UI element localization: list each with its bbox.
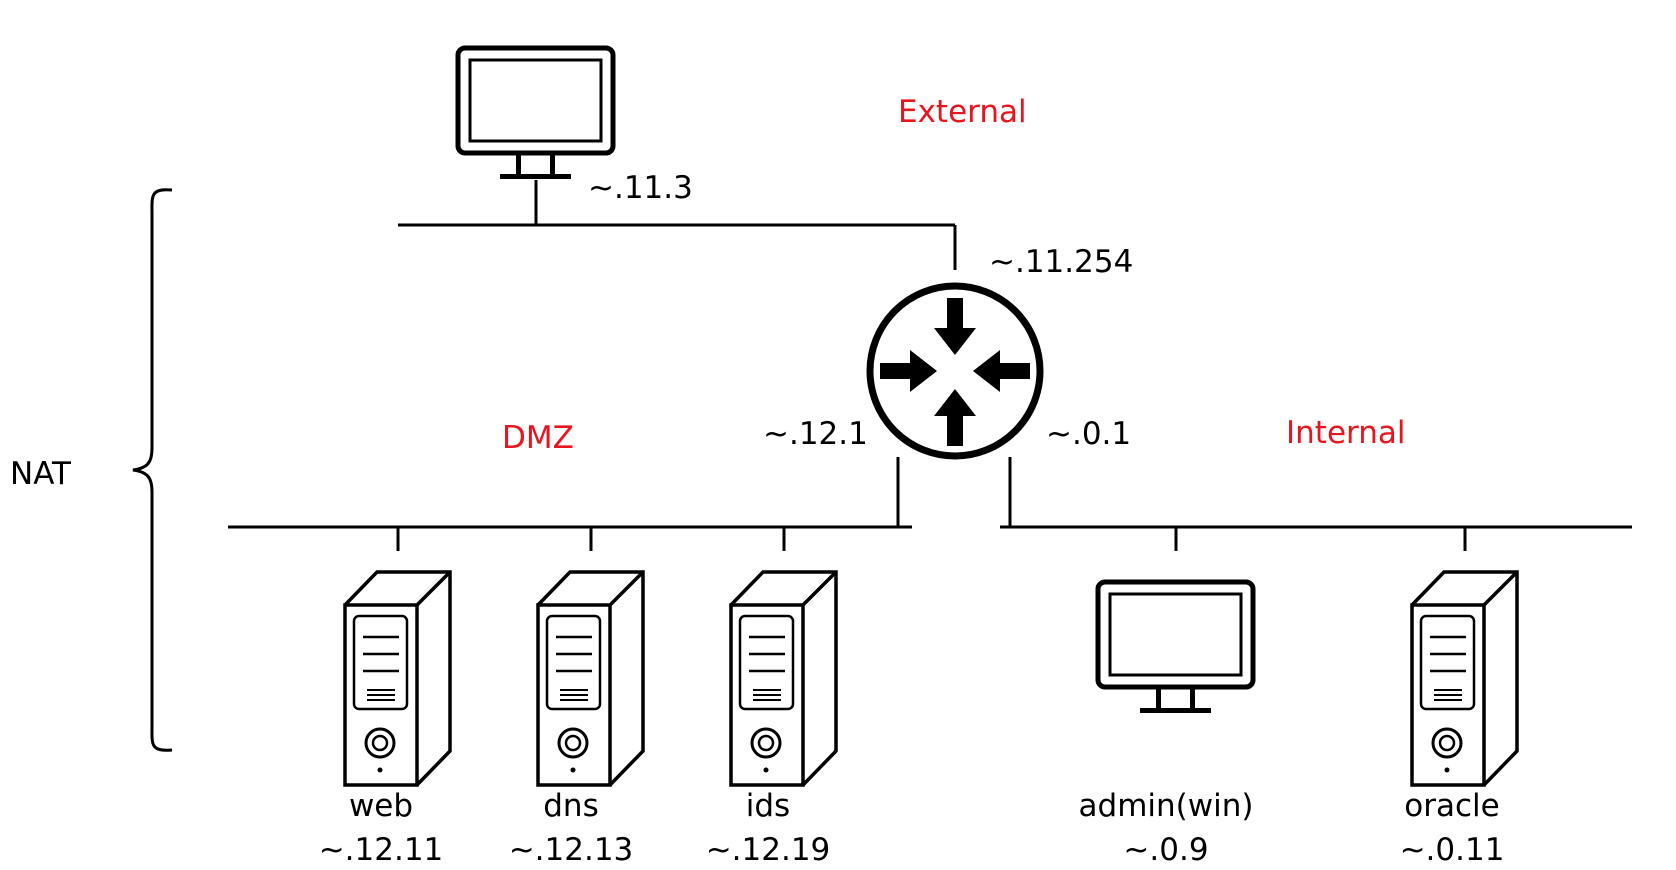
server-icon [343,570,452,787]
internal-host-oracle-name: oracle [1404,788,1499,824]
monitor-icon [458,48,613,179]
dmz-host-ids [729,570,838,787]
router [866,282,1044,460]
internal-host-admin-ip: ~.0.9 [1123,832,1208,868]
dmz-host-ids-ip: ~.12.19 [706,832,831,868]
nat-brace [132,188,173,752]
dmz-host-dns [536,570,645,787]
monitor-icon [1098,582,1253,713]
internal-host-admin-name: admin(win) [1079,788,1254,824]
router-external-ip: ~.11.254 [989,244,1133,280]
external-host-ip: ~.11.3 [588,170,693,206]
dmz-host-web [343,570,452,787]
router-internal-ip: ~.0.1 [1046,416,1131,452]
external-host [458,48,613,179]
internal-host-oracle-ip: ~.0.11 [1400,832,1505,868]
router-icon [866,282,1044,460]
internal-zone-label: Internal [1286,415,1405,451]
router-dmz-ip: ~.12.1 [763,416,868,452]
internal-host-admin [1098,582,1253,713]
dmz-zone-label: DMZ [502,420,574,456]
dmz-host-web-ip: ~.12.11 [319,832,444,868]
server-icon [536,570,645,787]
server-icon [729,570,838,787]
dmz-host-dns-name: dns [543,788,598,824]
server-icon [1410,570,1519,787]
dmz-host-ids-name: ids [746,788,790,824]
nat-label: NAT [10,456,72,492]
internal-host-oracle [1410,570,1519,787]
dmz-host-web-name: web [349,788,413,824]
dmz-host-dns-ip: ~.12.13 [509,832,634,868]
external-zone-label: External [898,94,1027,130]
